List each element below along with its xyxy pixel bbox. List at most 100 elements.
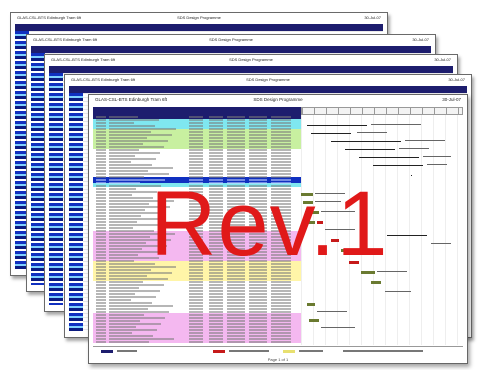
table-cell: [96, 323, 106, 325]
table-cell: [227, 173, 245, 175]
table-cell: [227, 248, 245, 250]
gantt-mark: [399, 148, 429, 149]
table-cell: [271, 152, 291, 154]
table-cell: [227, 317, 245, 319]
table-cell: [209, 170, 223, 172]
table-cell: [209, 194, 223, 196]
table-row: [93, 218, 301, 221]
gantt-mark: [307, 125, 367, 126]
page-header: GLAS-CSL-BTS Edinburgh Tram 6ft SDS Desi…: [51, 57, 451, 65]
table-cell: [109, 275, 147, 277]
table-cell: [96, 137, 106, 139]
table-cell: [96, 338, 106, 340]
table-cell: [209, 224, 223, 226]
table-cell: [189, 227, 203, 229]
table-cell: [189, 293, 203, 295]
table-cell: [189, 149, 203, 151]
table-cell: [109, 227, 133, 229]
table-cell: [109, 167, 173, 169]
table-row: [93, 119, 301, 122]
table-row: [93, 146, 301, 149]
table-cell: [109, 179, 165, 181]
table-cell: [249, 296, 267, 298]
table-row: [93, 272, 301, 275]
table-cell: [109, 212, 166, 214]
table-cell: [189, 206, 203, 208]
gantt-mark: [427, 164, 447, 165]
table-cell: [96, 272, 106, 274]
table-cell: [249, 143, 267, 145]
table-cell: [227, 242, 245, 244]
table-cell: [96, 326, 106, 328]
table-cell: [271, 212, 291, 214]
table-cell: [109, 248, 142, 250]
table-cell: [271, 230, 291, 232]
header-center: SDS Design Programme: [246, 77, 290, 82]
table-cell: [271, 224, 291, 226]
table-cell: [271, 236, 291, 238]
table-cell: [227, 176, 245, 178]
table-cell: [249, 173, 267, 175]
table-cell: [109, 263, 155, 265]
table-cell: [249, 290, 267, 292]
table-cell: [209, 239, 223, 241]
table-row: [93, 164, 301, 167]
table-cell: [271, 137, 291, 139]
table-cell: [109, 281, 143, 283]
table-cell: [271, 242, 291, 244]
table-row: [93, 275, 301, 278]
gantt-mark: [377, 271, 407, 272]
table-cell: [109, 140, 168, 142]
table-cell: [209, 299, 223, 301]
gantt-mark: [307, 221, 315, 224]
table-cell: [271, 284, 291, 286]
table-cell: [227, 302, 245, 304]
table-cell: [96, 308, 106, 310]
table-cell: [189, 170, 203, 172]
table-cell: [109, 314, 144, 316]
table-cell: [227, 290, 245, 292]
activity-table: [93, 115, 302, 345]
table-cell: [109, 326, 136, 328]
table-cell: [209, 203, 223, 205]
table-row: [93, 335, 301, 338]
table-cell: [209, 272, 223, 274]
table-row: [93, 299, 301, 302]
table-cell: [271, 287, 291, 289]
table-row: [93, 140, 301, 143]
table-cell: [96, 182, 106, 184]
gantt-mark: [331, 141, 401, 142]
table-cell: [109, 335, 153, 337]
table-cell: [249, 284, 267, 286]
table-cell: [271, 341, 291, 343]
table-cell: [249, 275, 267, 277]
table-cell: [227, 251, 245, 253]
table-cell: [189, 128, 203, 130]
table-cell: [249, 203, 267, 205]
table-cell: [209, 323, 223, 325]
table-row: [93, 137, 301, 140]
table-cell: [271, 263, 291, 265]
table-cell: [249, 248, 267, 250]
table-cell: [189, 338, 203, 340]
table-cell: [109, 182, 140, 184]
table-cell: [189, 194, 203, 196]
table-cell: [209, 266, 223, 268]
table-cell: [109, 122, 134, 124]
table-cell: [227, 224, 245, 226]
table-cell: [249, 191, 267, 193]
table-cell: [209, 248, 223, 250]
table-cell: [189, 116, 203, 118]
table-cell: [189, 341, 203, 343]
table-cell: [249, 146, 267, 148]
table-cell: [249, 323, 267, 325]
table-cell: [249, 200, 267, 202]
table-cell: [271, 209, 291, 211]
table-cell: [96, 221, 106, 223]
gantt-mark: [385, 291, 411, 292]
table-cell: [271, 308, 291, 310]
gantt-mark: [371, 281, 381, 284]
table-row: [93, 230, 301, 233]
table-cell: [189, 134, 203, 136]
table-row: [93, 233, 301, 236]
